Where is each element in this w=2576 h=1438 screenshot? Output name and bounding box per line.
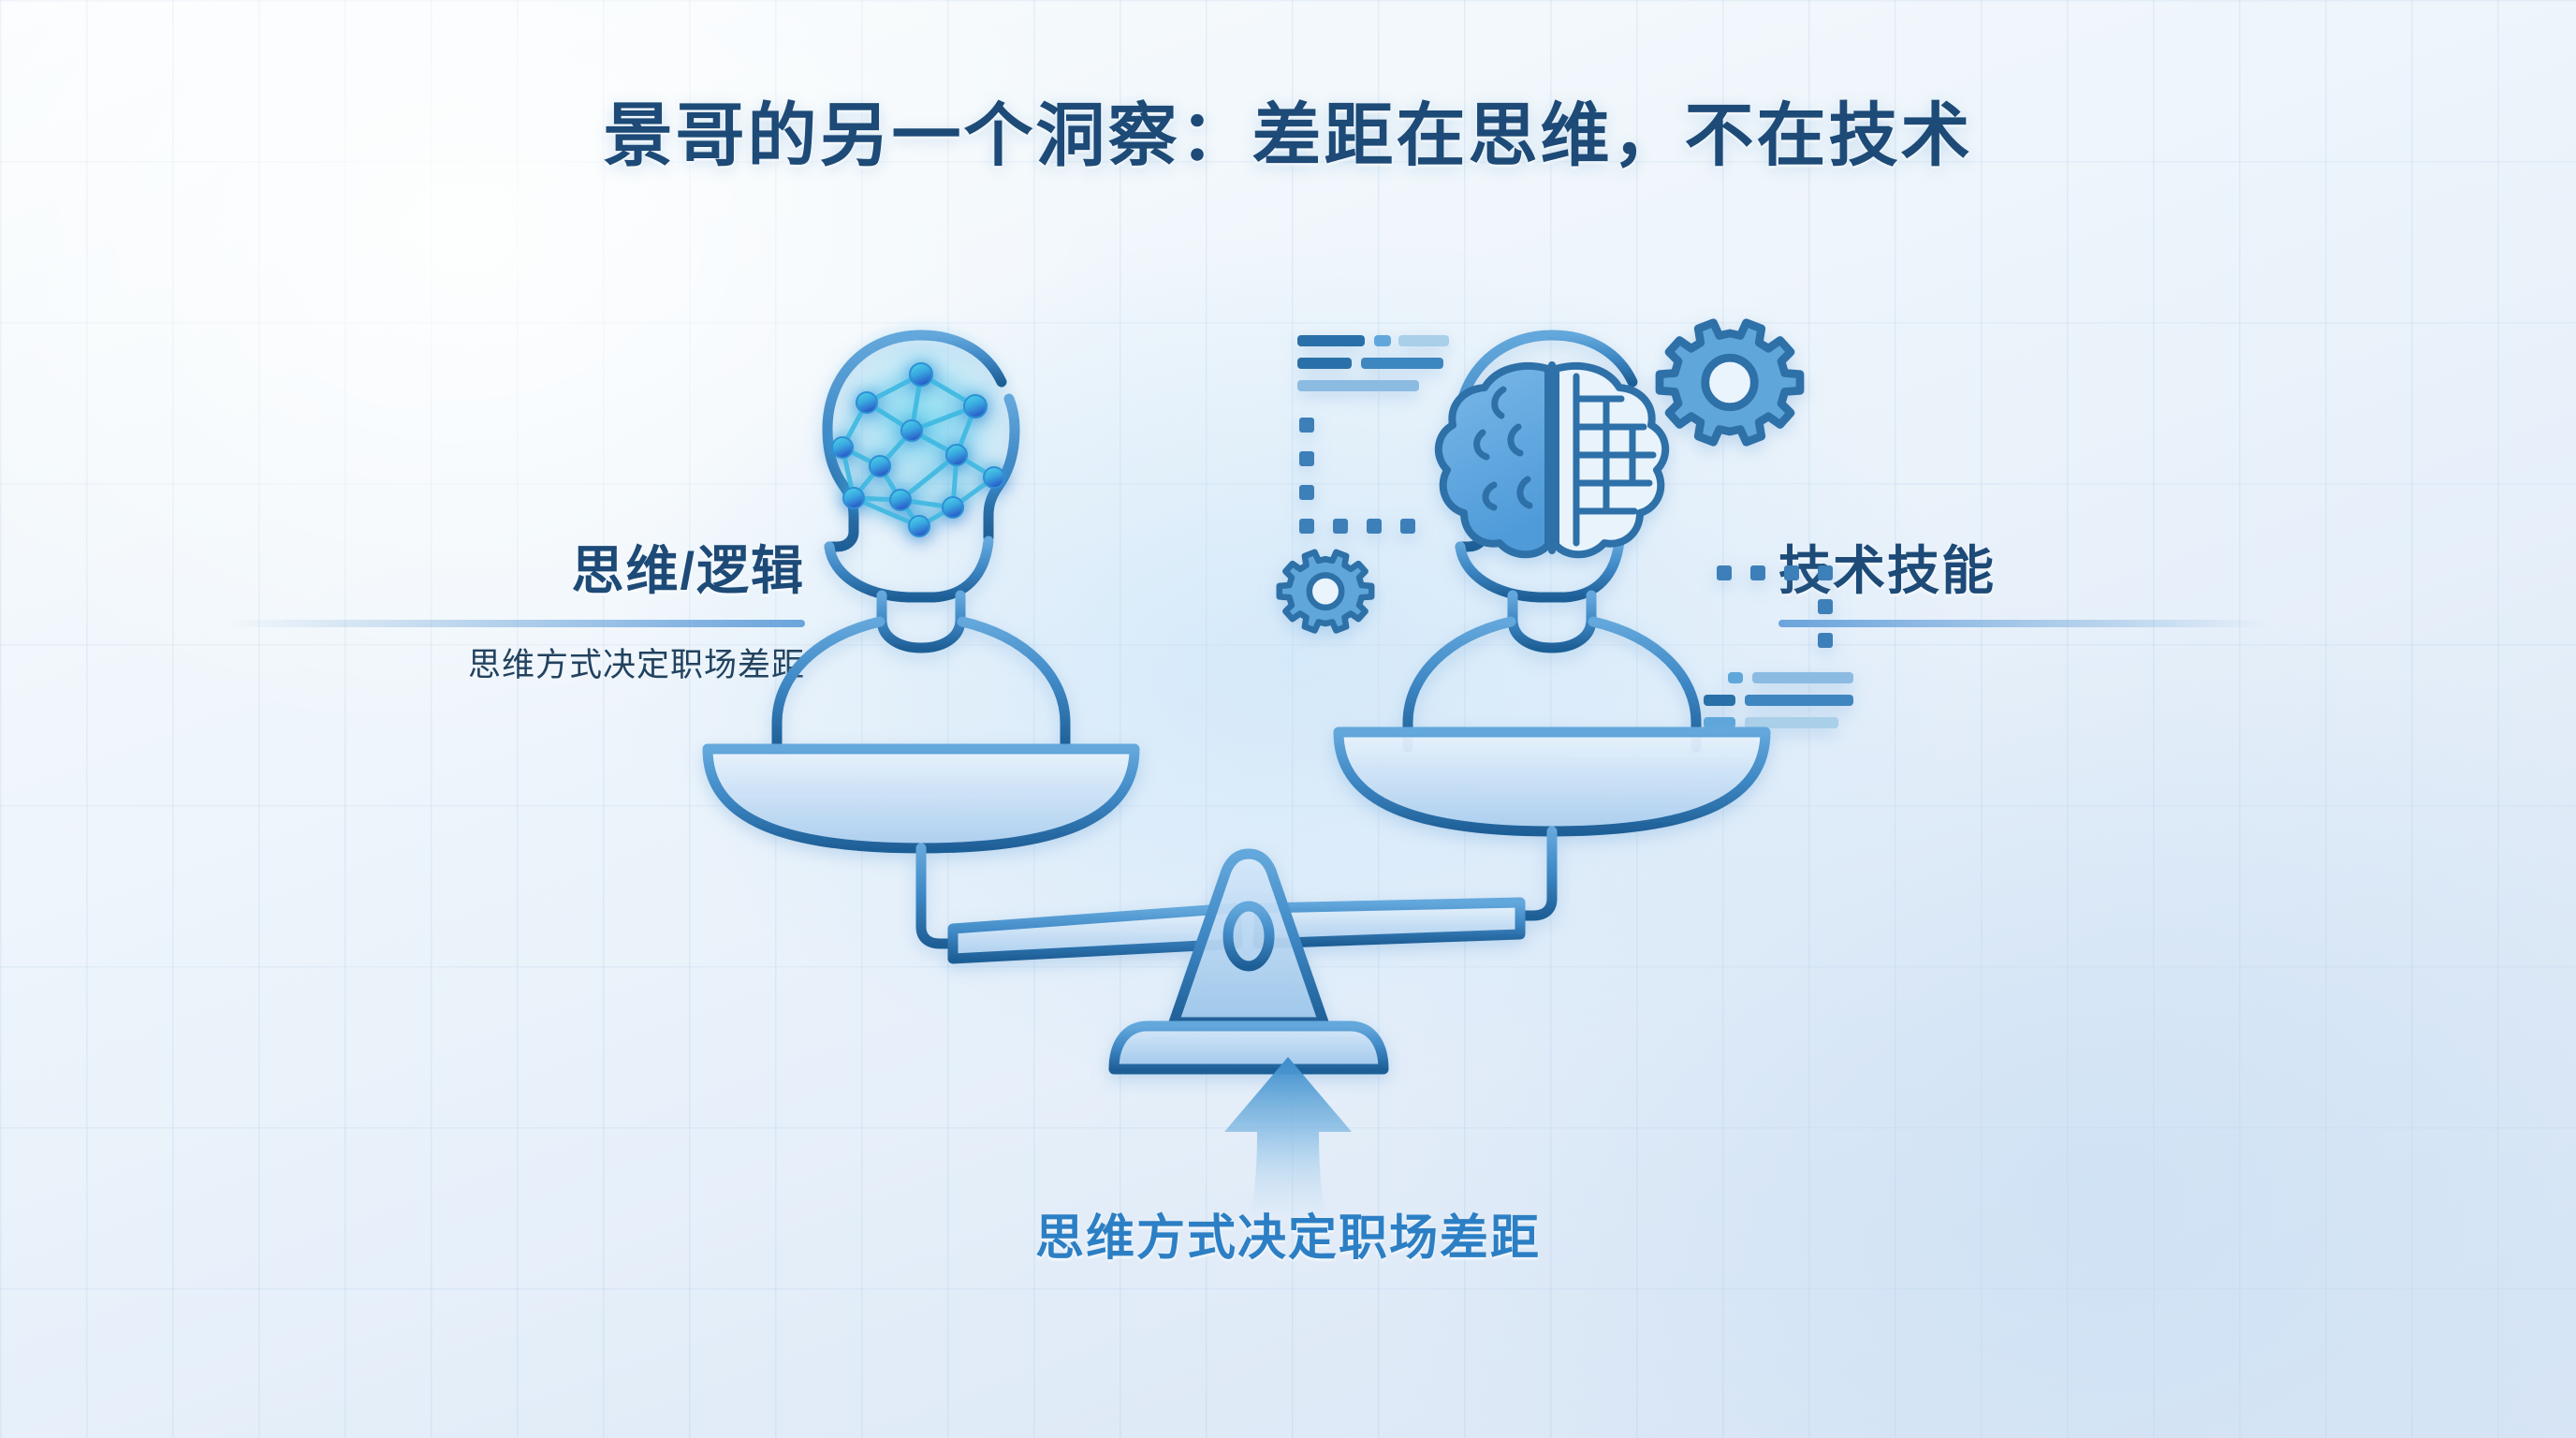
gear-icon-bottom — [1276, 549, 1375, 634]
right-side-label: 技术技能 — [1778, 541, 1996, 600]
scale-fulcrum — [1108, 848, 1389, 1075]
code-bars-topleft — [1297, 335, 1449, 391]
balance-scale-diagram — [680, 309, 1896, 1086]
left-side-label-group: 思维/逻辑 思维方式决定职场差距 — [225, 529, 805, 686]
right-scale-pan — [1333, 726, 1771, 921]
left-side-label: 思维/逻辑 — [571, 541, 805, 600]
right-person-icon — [1276, 318, 1853, 753]
dashed-path-left — [1299, 418, 1415, 534]
up-arrow-icon — [1218, 1053, 1358, 1217]
right-side-label-group: 技术技能 — [1778, 529, 2434, 627]
left-label-underline — [225, 620, 805, 627]
dashed-path-right — [1717, 565, 1833, 648]
neural-network-icon — [831, 362, 1005, 537]
right-label-underline — [1778, 620, 2265, 627]
left-side-sublabel: 思维方式决定职场差距 — [467, 647, 805, 683]
gear-icon-top — [1655, 318, 1805, 447]
bottom-callout-text: 思维方式决定职场差距 — [1034, 1211, 1541, 1266]
code-bars-right — [1704, 672, 1853, 728]
brain-icon — [1434, 361, 1670, 559]
page-title: 景哥的另一个洞察：差距在思维，不在技术 — [603, 96, 1973, 174]
left-person-icon — [771, 318, 1071, 753]
left-scale-pan — [702, 743, 1140, 949]
